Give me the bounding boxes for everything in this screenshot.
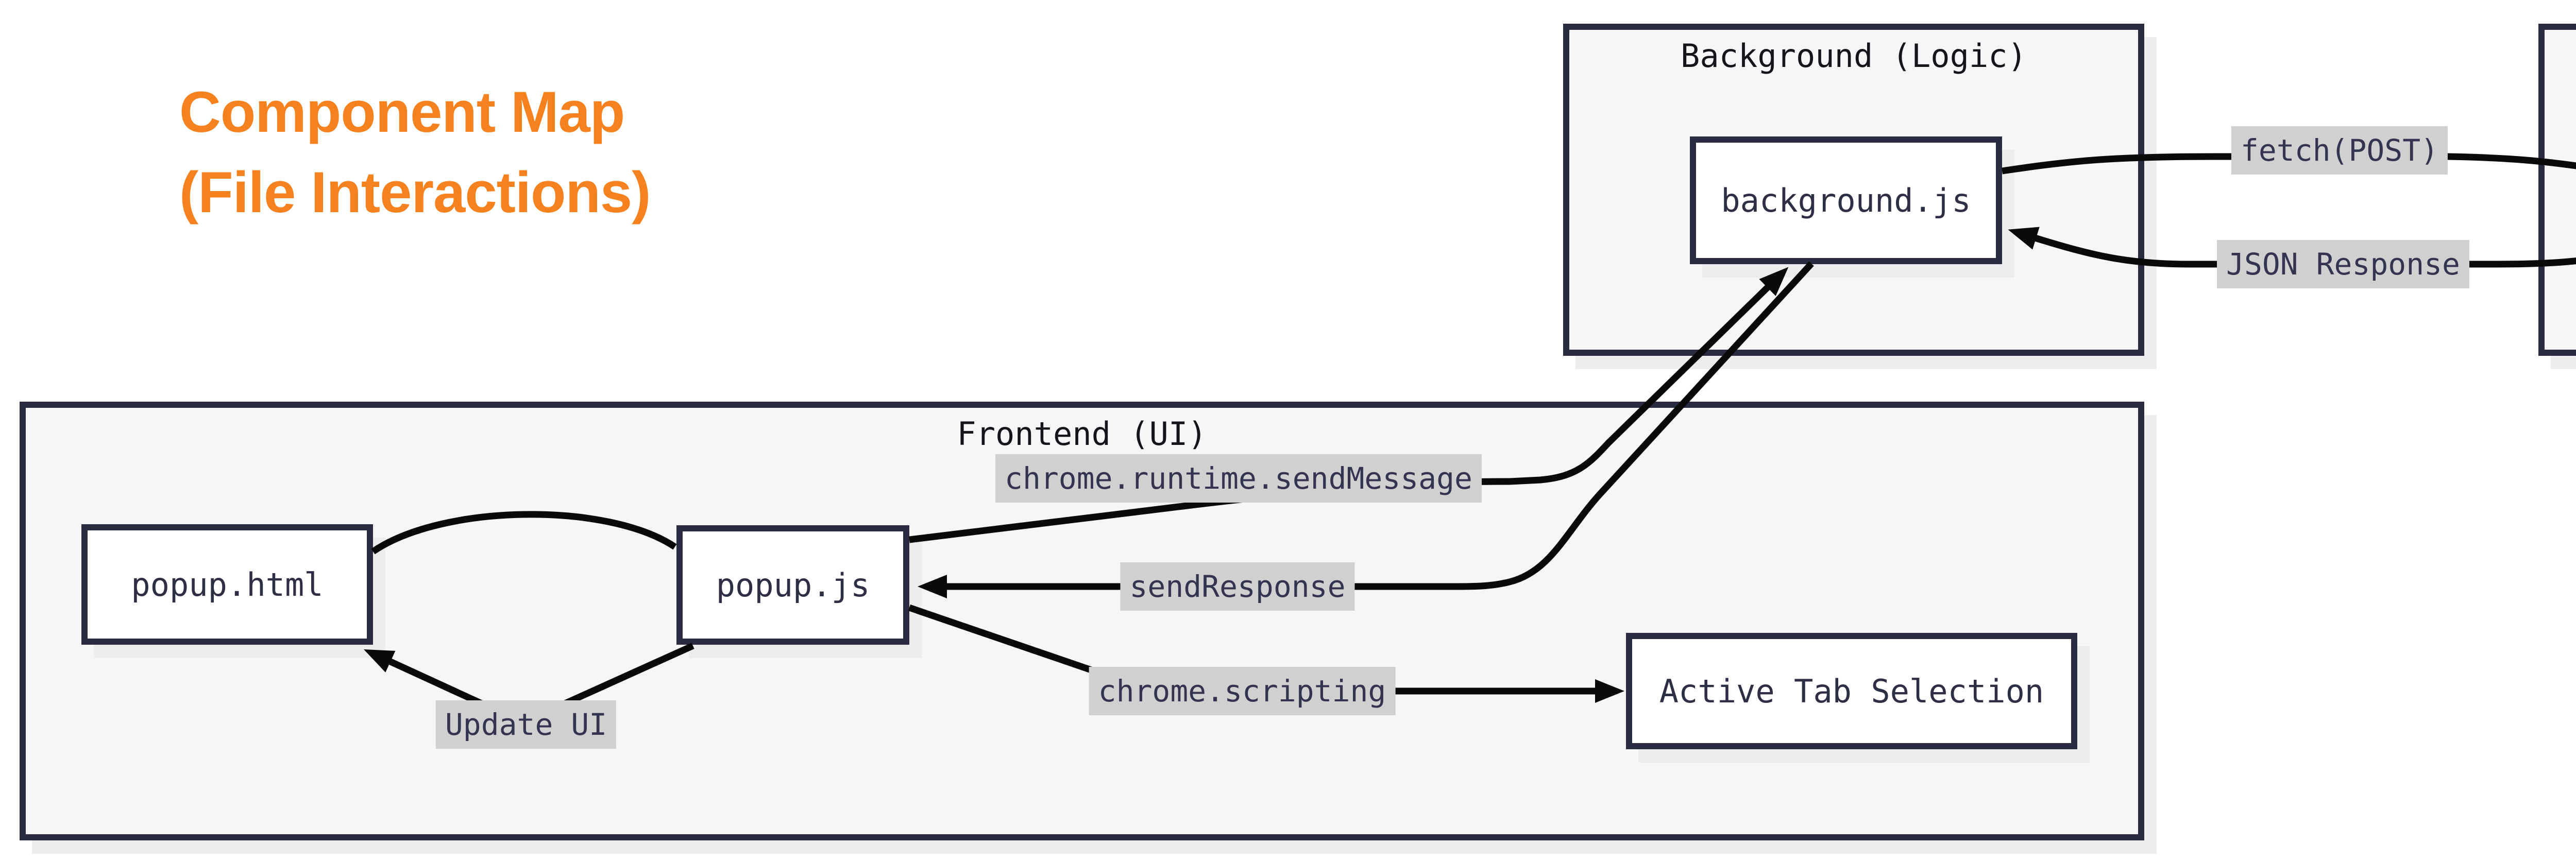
diagram-title: Component Map (File Interactions) (179, 72, 651, 233)
node-background-js: background.js (1690, 136, 2002, 264)
edge-label-send-message: chrome.runtime.sendMessage (995, 454, 1482, 503)
node-popup-html-label: popup.html (131, 565, 324, 604)
diagram-title-line1: Component Map (179, 80, 625, 144)
edge-label-fetch-post: fetch(POST) (2231, 126, 2448, 175)
group-background-logic-title: Background (Logic) (1681, 37, 2027, 75)
node-popup-js-label: popup.js (716, 566, 870, 604)
node-active-tab-selection: Active Tab Selection (1626, 633, 2077, 749)
edge-fetch-post (2002, 153, 2576, 175)
node-active-tab-selection-label: Active Tab Selection (1659, 672, 2044, 710)
group-n8n-api: n8n API (2538, 24, 2576, 356)
edge-send-response (918, 261, 1814, 598)
group-frontend-ui: Frontend (UI) (20, 402, 2144, 840)
edge-label-json-response: JSON Response (2217, 240, 2469, 288)
node-popup-html: popup.html (81, 524, 373, 645)
group-frontend-ui-title: Frontend (UI) (957, 415, 1207, 453)
edge-json-response (2008, 227, 2576, 268)
node-popup-js: popup.js (676, 525, 909, 645)
edge-popup-html-popup-js (371, 511, 677, 555)
edge-label-send-response: sendResponse (1120, 562, 1355, 611)
node-background-js-label: background.js (1721, 181, 1971, 219)
edge-label-chrome-scripting: chrome.scripting (1089, 667, 1396, 715)
group-background-logic: Background (Logic) (1563, 24, 2144, 356)
diagram-title-line2: (File Interactions) (179, 160, 651, 225)
edge-label-update-ui: Update UI (435, 700, 617, 749)
